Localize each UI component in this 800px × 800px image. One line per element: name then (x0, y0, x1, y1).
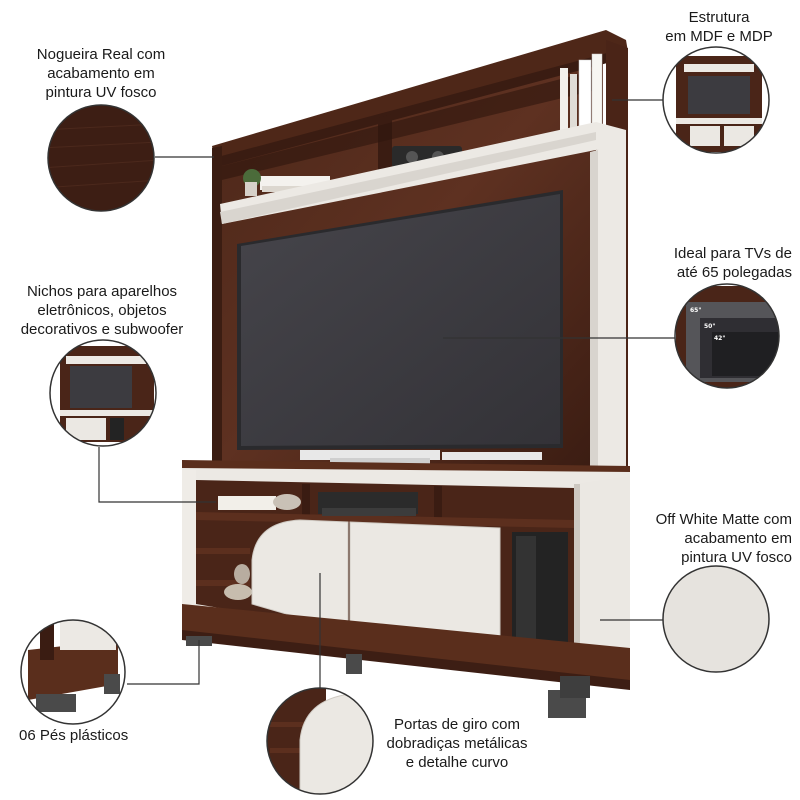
niches-line-1: Nichos para aparelhos (26, 283, 178, 300)
wood-finish-line-2: acabamento em (47, 65, 155, 82)
right-offwhite-column (596, 140, 626, 466)
structure-line-1: Estrutura (688, 9, 750, 26)
niches-line-2: eletrônicos, objetos (37, 302, 167, 319)
door-detail-circle (266, 687, 374, 795)
doors-line-3: e detalhe curvo (405, 754, 509, 771)
feet-detail-circle (20, 619, 126, 725)
rack-base (182, 604, 630, 686)
foot (346, 654, 362, 674)
left-door (251, 519, 349, 633)
feet-label: 06 Pés plásticos (19, 726, 169, 745)
niches-label: Nichos para aparelhos eletrônicos, objet… (4, 282, 200, 339)
wood-finish-label: Nogueira Real com acabamento em pintura … (26, 45, 176, 102)
leader-niche (98, 447, 216, 503)
offwhite-line-3: pintura UV fosco (681, 549, 792, 566)
tv-size-line-1: Ideal para TVs de (673, 245, 792, 262)
top-board (212, 30, 628, 158)
tv-size-line-2: até 65 polegadas (676, 264, 792, 281)
niche-detail-circle (49, 339, 157, 447)
wood-finish-line-3: pintura UV fosco (45, 84, 157, 101)
tv-size-label: Ideal para TVs de até 65 polegadas (630, 244, 792, 282)
tv-size-65-label: 65" (690, 307, 701, 314)
doors-line-1: Portas de giro com (394, 716, 520, 733)
rack-books (218, 496, 276, 510)
tv-foot (300, 450, 440, 460)
feet-line-1: 06 Pés plásticos (19, 727, 129, 744)
doors-label: Portas de giro com dobradiças metálicas … (374, 715, 540, 772)
wood-swatch-circle (47, 104, 155, 212)
structure-detail-circle (662, 46, 770, 154)
books (560, 68, 568, 130)
niches-line-3: decorativos e subwoofer (20, 321, 184, 338)
tv-size-detail-circle: 65" 50" 42" (674, 283, 780, 389)
offwhite-line-2: acabamento em (684, 530, 792, 547)
offwhite-line-1: Off White Matte com (655, 511, 792, 528)
structure-line-2: em MDF e MDP (665, 28, 773, 45)
leader-lines (98, 99, 675, 690)
decor-bowl (273, 494, 301, 510)
tv-size-50-label: 50" (704, 323, 715, 330)
tv-size-42-label: 42" (714, 335, 725, 342)
offwhite-finish-label: Off White Matte com acabamento em pintur… (630, 510, 792, 567)
wood-finish-line-1: Nogueira Real com (36, 46, 166, 63)
doors-line-2: dobradiças metálicas (386, 735, 528, 752)
structure-label: Estrutura em MDF e MDP (648, 8, 790, 46)
offwhite-swatch-circle (662, 565, 770, 673)
left-side-panel (212, 146, 222, 468)
tv-stand-furniture (182, 30, 630, 718)
leader-feet (127, 640, 200, 685)
